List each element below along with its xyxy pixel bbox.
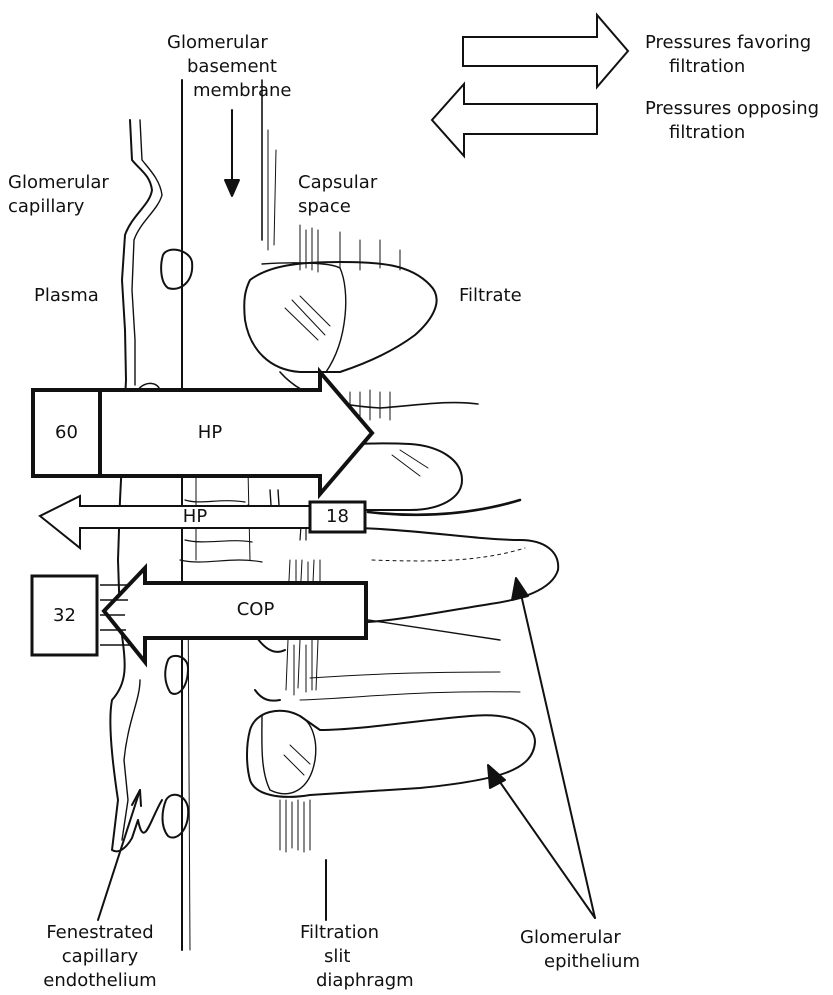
legend-opposing-line1: Pressures opposing: [645, 97, 819, 121]
endothelium-line3: endothelium: [30, 969, 170, 993]
filtrate-label: Filtrate: [459, 284, 522, 308]
epithelium-pointer-2: [495, 775, 595, 918]
foot-process-3: [360, 528, 558, 622]
value-18: 18: [310, 507, 365, 527]
legend-arrow-favoring: [463, 15, 628, 87]
gbm-line1: Glomerular: [167, 31, 291, 55]
value-32: 32: [32, 606, 97, 626]
force-label-hp-capsular: HP: [80, 507, 310, 527]
slit-line1: Filtration: [300, 921, 414, 945]
slit-line3: diaphragm: [300, 969, 414, 993]
capillary-wall: [110, 120, 162, 851]
endothelium-label: Fenestrated capillary endothelium: [30, 921, 170, 993]
epithelium-line1: Glomerular: [520, 926, 640, 950]
capsular-space-line1: Capsular: [298, 171, 377, 195]
capsular-space-line2: space: [298, 195, 377, 219]
legend-favoring-line2: filtration: [645, 55, 811, 79]
legend-favoring-line1: Pressures favoring: [645, 31, 811, 55]
capillary-line2: capillary: [8, 195, 109, 219]
slit-diaphragm-hatching: [280, 225, 400, 852]
slit-label: Filtration slit diaphragm: [300, 921, 414, 993]
endothelium-line2: capillary: [30, 945, 170, 969]
foot-process-1: [244, 262, 436, 372]
legend-opposing-label: Pressures opposing filtration: [645, 97, 819, 145]
legend-favoring-label: Pressures favoring filtration: [645, 31, 811, 79]
epithelium-label: Glomerular epithelium: [520, 926, 640, 974]
endothelium-pointer: [98, 790, 140, 920]
gbm-line2: basement: [167, 55, 291, 79]
gbm-label: Glomerular basement membrane: [167, 31, 291, 103]
legend-opposing-line2: filtration: [645, 121, 819, 145]
capsular-space-label: Capsular space: [298, 171, 377, 219]
epithelium-line2: epithelium: [520, 950, 640, 974]
capillary-line1: Glomerular: [8, 171, 109, 195]
capillary-label: Glomerular capillary: [8, 171, 109, 219]
plasma-label: Plasma: [34, 284, 99, 308]
value-60: 60: [33, 423, 100, 443]
endothelial-pore: [161, 250, 192, 289]
force-label-hp-plasma: HP: [100, 423, 320, 443]
force-label-cop: COP: [145, 600, 366, 620]
endothelium-line1: Fenestrated: [30, 921, 170, 945]
gbm-line3: membrane: [167, 79, 291, 103]
slit-line2: slit: [300, 945, 414, 969]
legend-arrow-opposing: [432, 84, 597, 156]
